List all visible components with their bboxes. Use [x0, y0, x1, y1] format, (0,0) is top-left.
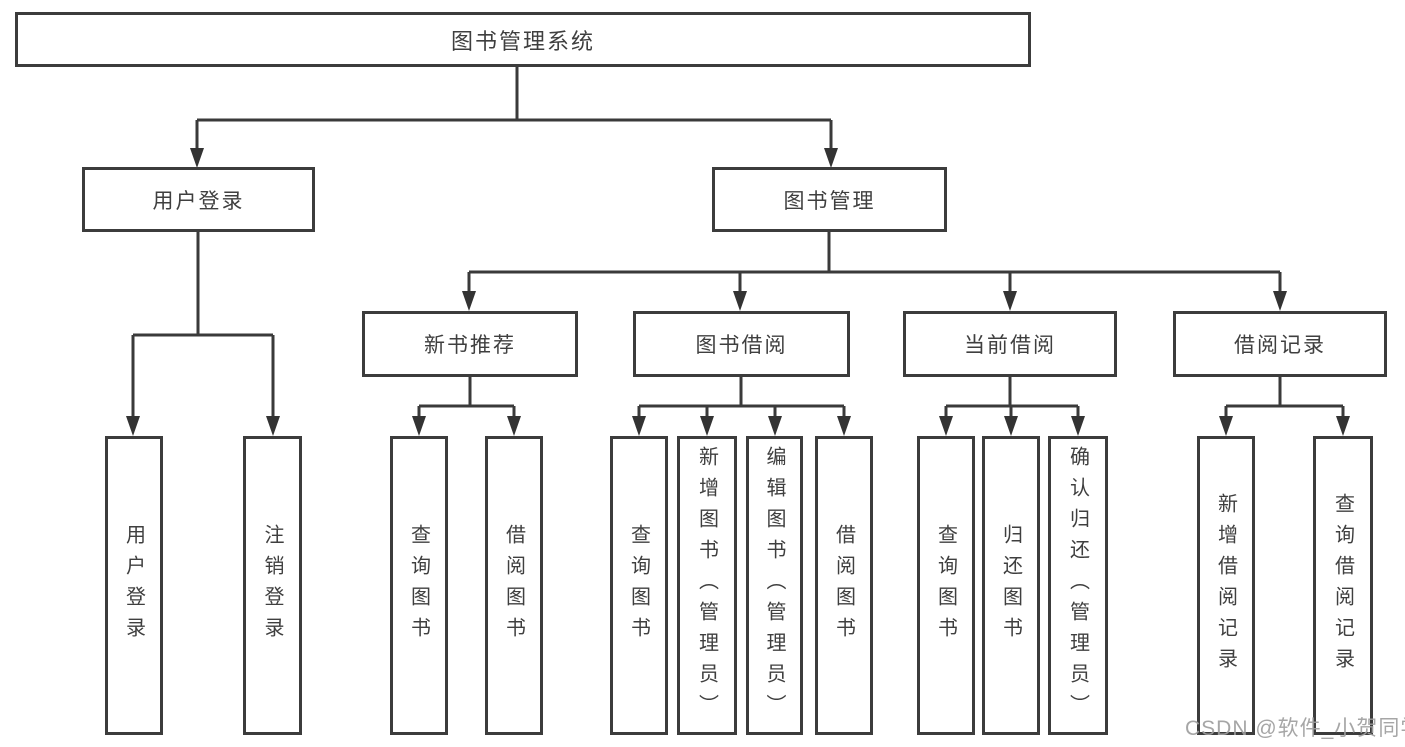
leaf-query-borrow-record-label: 查询借阅记录 — [1331, 492, 1354, 679]
leaf-edit-books-admin-label: 编辑图书（管理员） — [763, 446, 785, 725]
leaf-user-login: 用户登录 — [105, 436, 163, 735]
leaf-query-books-current: 查询图书 — [917, 436, 975, 735]
leaf-add-books-admin: 新增图书（管理员） — [677, 436, 737, 735]
node-borrow-records: 借阅记录 — [1173, 311, 1387, 377]
arrowhead-icons — [126, 148, 1350, 436]
leaf-query-books-borrowing-label: 查询图书 — [627, 523, 650, 648]
node-current-borrowing: 当前借阅 — [903, 311, 1117, 377]
node-new-book-recommend-label: 新书推荐 — [424, 334, 516, 357]
node-book-management-label: 图书管理 — [783, 189, 876, 213]
leaf-user-login-label: 用户登录 — [122, 523, 145, 648]
leaf-query-books-recommend-label: 查询图书 — [407, 523, 430, 648]
node-current-borrowing-label: 当前借阅 — [964, 334, 1056, 357]
node-borrow-records-label: 借阅记录 — [1234, 334, 1326, 357]
node-root-system: 图书管理系统 — [15, 12, 1031, 67]
leaf-query-books-recommend: 查询图书 — [390, 436, 448, 735]
node-new-book-recommend: 新书推荐 — [362, 311, 578, 377]
leaf-borrow-books-borrowing: 借阅图书 — [815, 436, 873, 735]
node-user-login-branch: 用户登录 — [82, 167, 315, 232]
csdn-watermark: CSDN @软件_小贺同学 — [1185, 717, 1405, 740]
leaf-add-borrow-record: 新增借阅记录 — [1197, 436, 1255, 735]
leaf-confirm-return-admin: 确认归还（管理员） — [1048, 436, 1108, 735]
leaf-add-borrow-record-label: 新增借阅记录 — [1214, 492, 1237, 679]
leaf-logout-label: 注销登录 — [261, 523, 283, 648]
node-user-login-label: 用户登录 — [152, 189, 245, 213]
leaf-borrow-books-borrowing-label: 借阅图书 — [832, 523, 855, 648]
leaf-add-books-admin-label: 新增图书（管理员） — [695, 446, 718, 725]
node-book-borrowing: 图书借阅 — [633, 311, 850, 377]
leaf-borrow-books-recommend-label: 借阅图书 — [502, 523, 525, 648]
leaf-logout: 注销登录 — [243, 436, 302, 735]
leaf-confirm-return-admin-label: 确认归还（管理员） — [1066, 446, 1089, 725]
node-root-label: 图书管理系统 — [450, 28, 595, 54]
leaf-query-borrow-record: 查询借阅记录 — [1313, 436, 1373, 735]
leaf-return-books-label: 归还图书 — [999, 523, 1022, 648]
leaf-return-books: 归还图书 — [982, 436, 1040, 735]
node-book-management-branch: 图书管理 — [712, 167, 947, 232]
leaf-query-books-borrowing: 查询图书 — [610, 436, 668, 735]
leaf-query-books-current-label: 查询图书 — [934, 523, 957, 648]
node-book-borrowing-label: 图书借阅 — [695, 334, 788, 357]
leaf-borrow-books-recommend: 借阅图书 — [485, 436, 543, 735]
leaf-edit-books-admin: 编辑图书（管理员） — [746, 436, 803, 735]
